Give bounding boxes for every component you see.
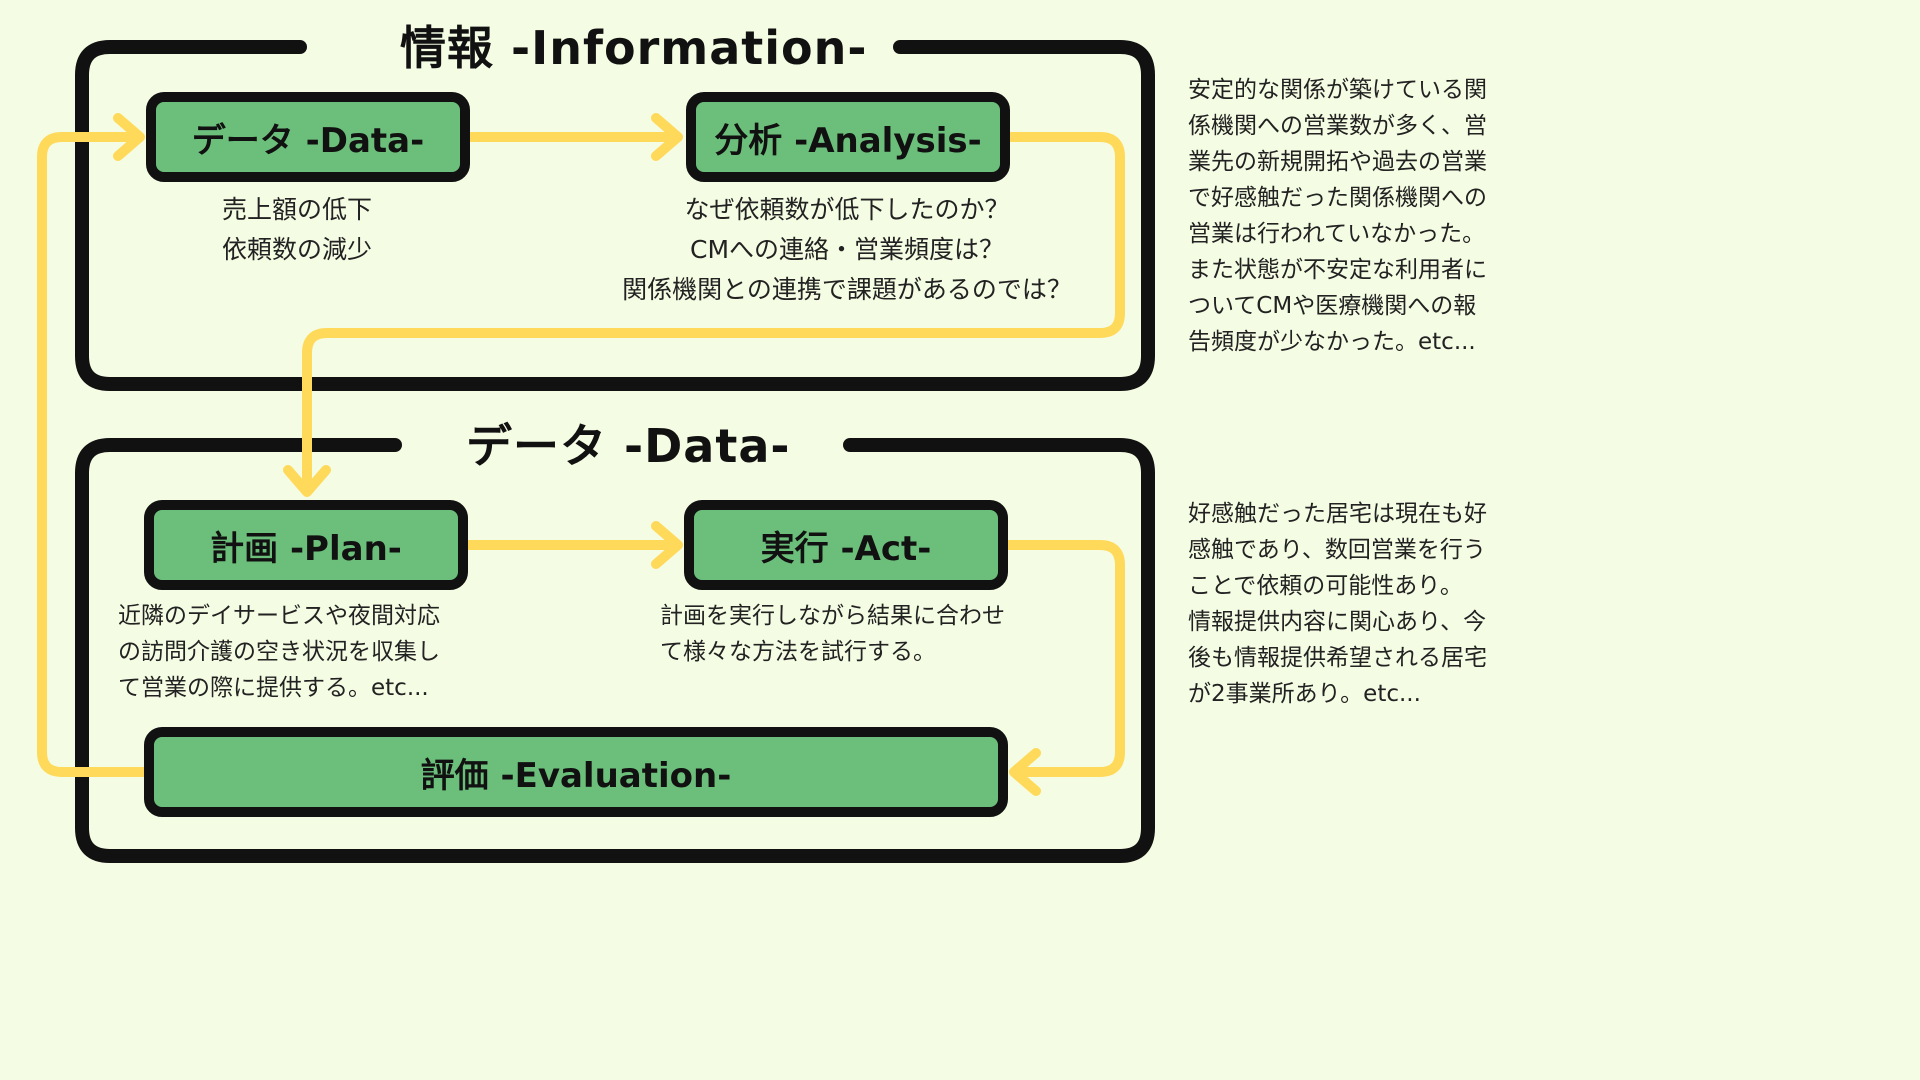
side-note-line: 後も情報提供希望される居宅: [1188, 645, 1487, 671]
side-note-line: で好感触だった関係機関への: [1188, 185, 1487, 211]
data-description: 売上額の低下 依頼数の減少: [222, 190, 372, 270]
side-note-line: 感触であり、数回営業を行う: [1188, 537, 1486, 563]
act-description-line: て様々な方法を試行する。: [660, 639, 936, 665]
plan-description-line: て営業の際に提供する。etc...: [118, 675, 429, 701]
data-side-note: 好感触だった居宅は現在も好 感触であり、数回営業を行う ことで依頼の可能性あり。…: [1188, 496, 1533, 712]
data-frame-title: データ -Data-: [466, 419, 791, 473]
information-frame: [75, 40, 1155, 391]
plan-description-line: の訪問介護の空き状況を収集し: [118, 639, 440, 665]
plan-description-line: 近隣のデイサービスや夜間対応: [118, 603, 440, 629]
arrowhead-plan: [283, 465, 331, 497]
plan-box: 計画 -Plan-: [144, 500, 468, 590]
arrow-evaluation-to-data: [37, 132, 151, 777]
side-note-line: 告頻度が少なかった。etc...: [1188, 329, 1476, 355]
arrow-analysis-to-plan: [302, 132, 1125, 495]
side-note-line: また状態が不安定な利用者に: [1188, 257, 1487, 283]
flow-diagram-canvas: [37, 40, 1155, 863]
arrow-act-to-evaluation: [1001, 540, 1125, 777]
act-box: 実行 -Act-: [684, 500, 1008, 590]
data-box: データ -Data-: [146, 92, 470, 182]
arrowhead-evaluation: [1009, 748, 1041, 796]
analysis-description-line: CMへの連絡・営業頻度は？: [689, 235, 1005, 264]
plan-description: 近隣のデイサービスや夜間対応 の訪問介護の空き状況を収集し て営業の際に提供する…: [118, 598, 440, 706]
arrowhead-analysis: [651, 113, 683, 161]
data-description-line: 依頼数の減少: [222, 235, 373, 264]
data-description-line: 売上額の低下: [222, 195, 373, 224]
analysis-description-line: なぜ依頼数が低下したのか？: [684, 195, 1010, 224]
side-note-line: 業先の新規開拓や過去の営業: [1188, 149, 1487, 175]
analysis-box: 分析 -Analysis-: [686, 92, 1010, 182]
side-note-line: ついてCMや医療機関への報: [1188, 293, 1477, 319]
side-note-line: 営業は行われていなかった。: [1188, 221, 1486, 247]
side-note-line: 情報提供内容に関心あり、今: [1188, 609, 1487, 635]
data-frame: [75, 438, 1155, 863]
information-side-note: 安定的な関係が築けている関 係機関への営業数が多く、営 業先の新規開拓や過去の営…: [1188, 72, 1533, 360]
arrowhead-act: [651, 521, 683, 569]
side-note-line: が2事業所あり。etc...: [1188, 681, 1421, 707]
analysis-description-line: 関係機関との連携で課題があるのでは？: [622, 275, 1072, 304]
act-description: 計画を実行しながら結果に合わせ て様々な方法を試行する。: [660, 598, 1005, 670]
side-note-line: ことで依頼の可能性あり。: [1188, 573, 1463, 599]
side-note-line: 安定的な関係が築けている関: [1188, 77, 1487, 103]
evaluation-box: 評価 -Evaluation-: [144, 727, 1008, 817]
side-note-line: 係機関への営業数が多く、営: [1188, 113, 1487, 139]
side-note-line: 好感触だった居宅は現在も好: [1188, 501, 1487, 527]
analysis-description: なぜ依頼数が低下したのか？ CMへの連絡・営業頻度は？ 関係機関との連携で課題が…: [582, 190, 1112, 310]
information-frame-title: 情報 -Information-: [400, 21, 868, 75]
act-description-line: 計画を実行しながら結果に合わせ: [660, 603, 1005, 629]
arrowhead-data: [113, 113, 145, 161]
